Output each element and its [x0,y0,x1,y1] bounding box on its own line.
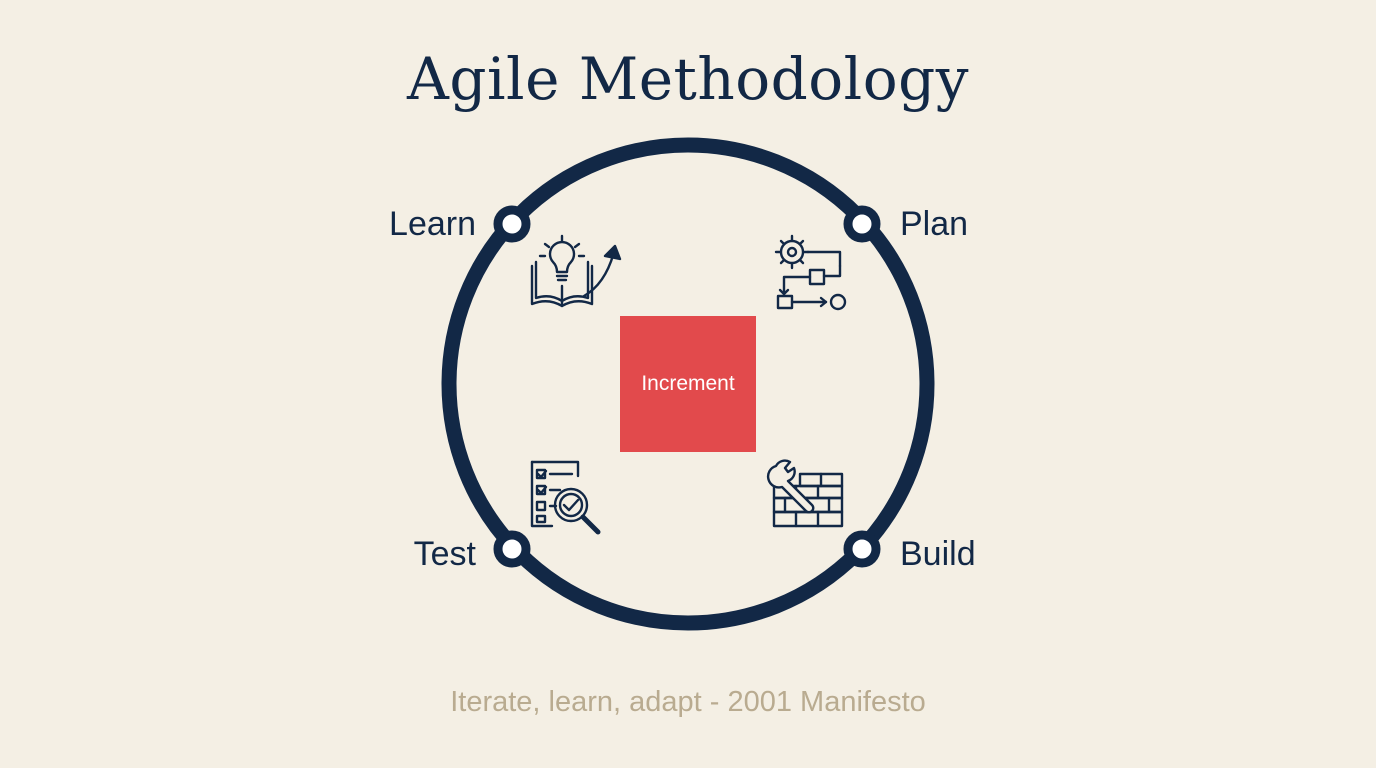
page-title: Agile Methodology [406,45,970,113]
node-learn [493,205,531,243]
footer-caption: Iterate, learn, adapt - 2001 Manifesto [450,686,926,718]
node-test [493,530,531,568]
stage-label-plan: Plan [900,205,969,243]
gear-flowchart-icon [774,234,847,311]
stage-label-build: Build [900,535,976,573]
node-build [843,530,881,568]
wrench-bricks-icon [766,459,844,528]
increment-label: Increment [641,372,735,395]
stage-label-learn: Learn [389,205,476,243]
cycle-ring [441,137,935,631]
stage-label-test: Test [413,535,476,573]
node-plan [843,205,881,243]
checklist-magnifier-icon [530,460,601,535]
lightbulb-book-icon [530,234,622,308]
increment-box: Increment [620,316,756,452]
